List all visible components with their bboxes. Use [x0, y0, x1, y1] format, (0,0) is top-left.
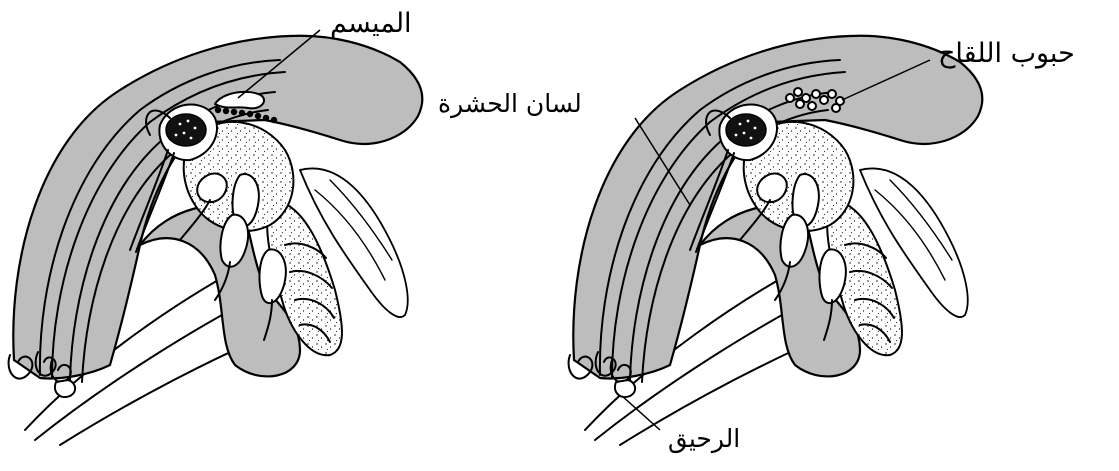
- nectar-label: الرحيق: [668, 424, 740, 454]
- stigma-label: الميسم: [330, 8, 412, 39]
- nectar-leader: [622, 396, 660, 430]
- left-figure: الميسم: [9, 8, 423, 445]
- pollen-grains-label: حبوب اللقاح: [938, 38, 1075, 69]
- right-figure: [569, 36, 983, 445]
- insect-tongue-label: لسان الحشرة: [438, 89, 582, 119]
